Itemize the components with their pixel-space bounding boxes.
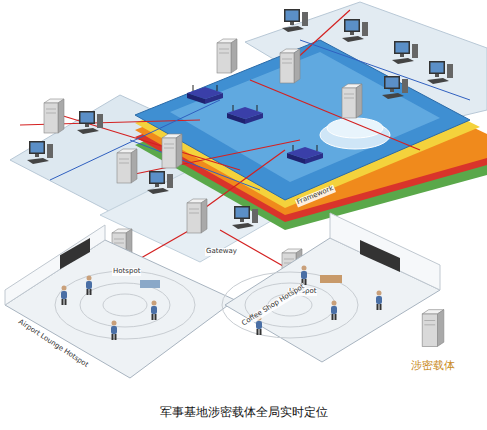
legend-icon xyxy=(422,310,444,347)
legend-text: 涉密载体 xyxy=(411,360,455,372)
part-label: Gateway xyxy=(205,248,238,256)
part-label: Hotspot xyxy=(112,268,141,276)
caption: 军事基地涉密载体全局实时定位 xyxy=(160,406,328,419)
